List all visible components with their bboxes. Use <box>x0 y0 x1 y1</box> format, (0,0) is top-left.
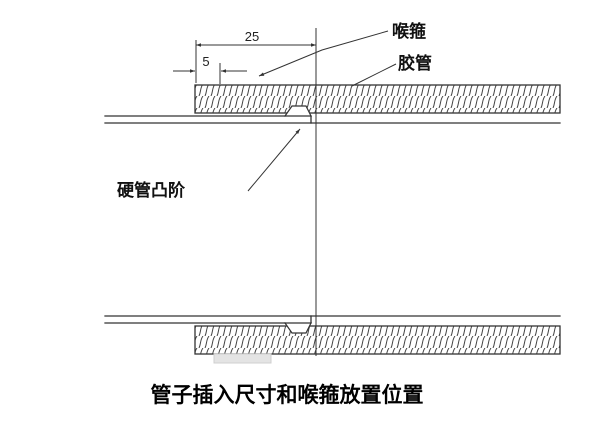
pipe-step-upper <box>283 105 312 117</box>
pipe-step-label: 硬管凸阶 <box>117 180 186 200</box>
hose-clamp-label: 喉箍 <box>392 21 426 41</box>
lower-shaded-artifact <box>213 353 272 364</box>
dim-5-label: 5 <box>202 54 209 69</box>
rubber-hose-leader <box>351 63 397 87</box>
hose-clamp-leader <box>258 30 389 77</box>
lower-wall-section <box>104 315 561 364</box>
pipe-step-leader <box>247 128 301 192</box>
rubber-hose-label: 胶管 <box>398 53 432 73</box>
upper-wall-section <box>104 84 561 124</box>
pipe-step-lower <box>283 322 312 334</box>
dimension-25: 25 <box>195 29 316 83</box>
rubber-hose-upper-section <box>194 84 561 114</box>
caption: 管子插入尺寸和喉箍放置位置 <box>151 383 424 407</box>
dimension-5: 5 <box>173 54 247 84</box>
rubber-hose-lower-section <box>194 325 561 355</box>
dim-25-label: 25 <box>245 29 259 44</box>
